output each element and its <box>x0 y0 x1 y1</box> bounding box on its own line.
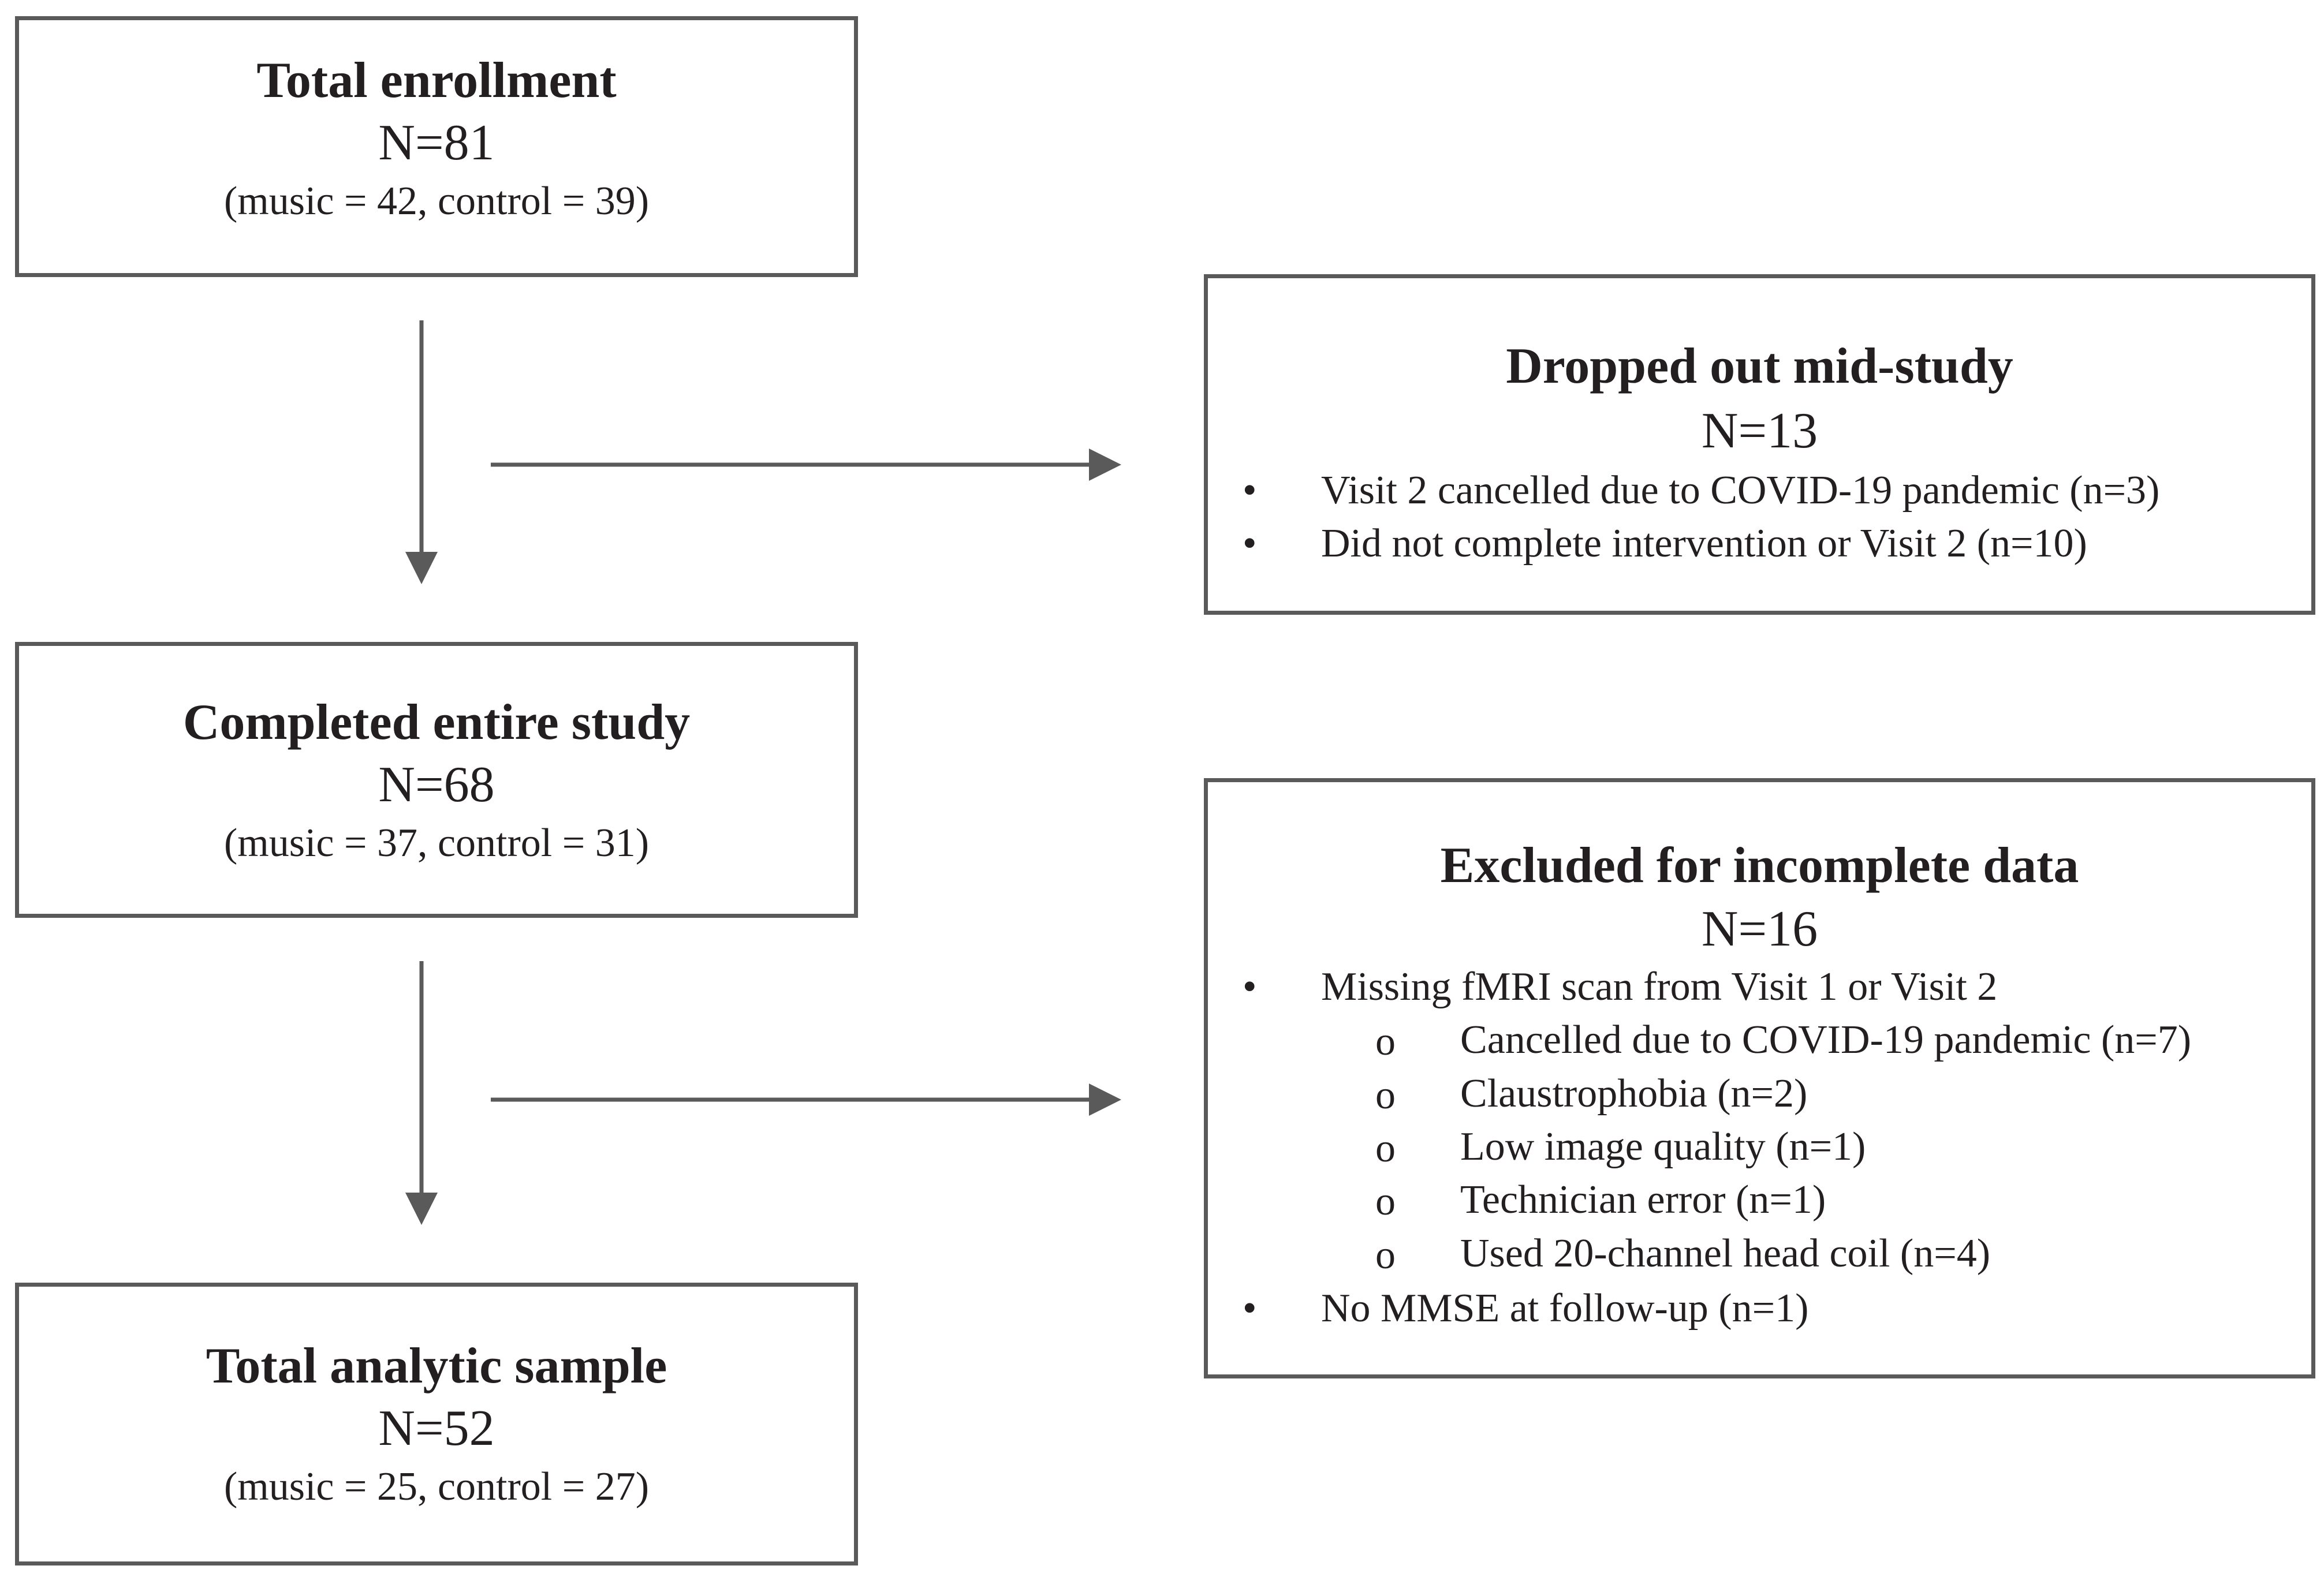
sub-bullet-icon: o <box>1375 1179 1396 1224</box>
bullet-icon: • <box>1243 521 1257 566</box>
excluded-subitem-covid: Cancelled due to COVID-19 pandemic (n=7) <box>1460 1018 2192 1062</box>
excluded-subitem-technician: Technician error (n=1) <box>1460 1178 1826 1222</box>
excluded-title: Excluded for incomplete data <box>1440 838 2079 894</box>
bullet-icon: • <box>1243 468 1257 513</box>
enrollment-box: Total enrollment N=81 (music = 42, contr… <box>15 16 858 277</box>
dropped-item-covid: Visit 2 cancelled due to COVID-19 pandem… <box>1321 468 2160 513</box>
completed-detail: (music = 37, control = 31) <box>223 820 650 865</box>
sub-bullet-icon: o <box>1375 1019 1396 1064</box>
sub-bullet-icon: o <box>1375 1233 1396 1277</box>
bullet-icon: • <box>1243 965 1257 1009</box>
analytic-detail: (music = 25, control = 27) <box>223 1464 650 1509</box>
bullet-icon: • <box>1243 1286 1257 1331</box>
analytic-title: Total analytic sample <box>206 1338 667 1394</box>
enrollment-title: Total enrollment <box>256 53 617 109</box>
excluded-subitem-claustrophobia: Claustrophobia (n=2) <box>1460 1071 1808 1116</box>
excluded-subitem-head-coil: Used 20-channel head coil (n=4) <box>1460 1231 1991 1276</box>
sub-bullet-icon: o <box>1375 1126 1396 1171</box>
excluded-item-mmse: No MMSE at follow-up (n=1) <box>1321 1286 1809 1331</box>
excluded-box: Excluded for incomplete data N=16 • Miss… <box>1204 778 2315 1378</box>
completed-title: Completed entire study <box>182 694 691 750</box>
excluded-item-missing-fmri: Missing fMRI scan from Visit 1 or Visit … <box>1321 965 1998 1009</box>
dropped-title: Dropped out mid-study <box>1506 338 2013 394</box>
completed-box: Completed entire study N=68 (music = 37,… <box>15 642 858 918</box>
analytic-count: N=52 <box>378 1400 495 1456</box>
sub-bullet-icon: o <box>1375 1073 1396 1118</box>
dropped-count: N=13 <box>1701 403 1818 459</box>
excluded-count: N=16 <box>1701 901 1818 957</box>
dropped-item-incomplete: Did not complete intervention or Visit 2… <box>1321 521 2087 566</box>
completed-count: N=68 <box>378 756 495 813</box>
excluded-subitem-image-quality: Low image quality (n=1) <box>1460 1124 1866 1169</box>
analytic-box: Total analytic sample N=52 (music = 25, … <box>15 1283 858 1565</box>
dropped-box: Dropped out mid-study N=13 • Visit 2 can… <box>1204 274 2315 615</box>
enrollment-count: N=81 <box>378 114 495 171</box>
enrollment-detail: (music = 42, control = 39) <box>223 178 650 223</box>
